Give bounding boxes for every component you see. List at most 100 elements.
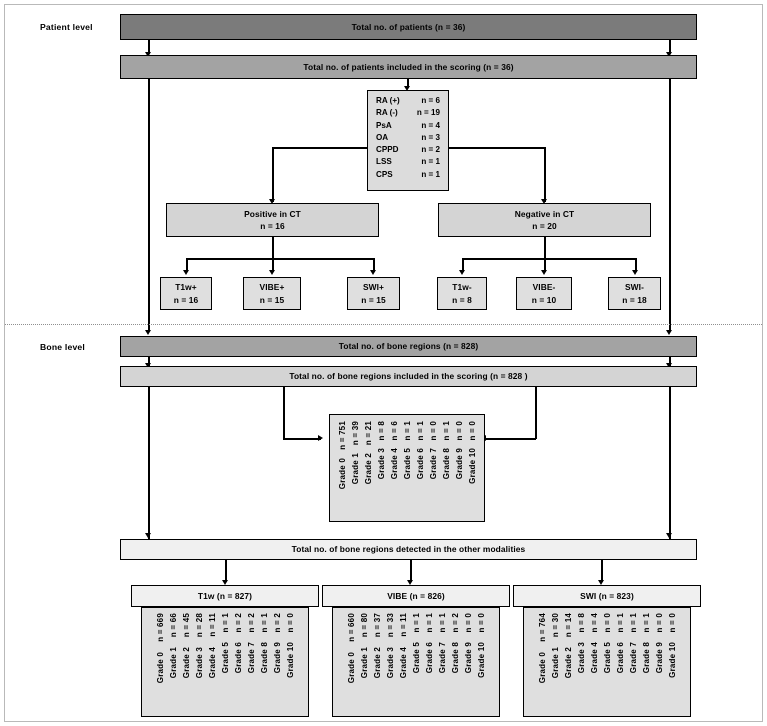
arrowhead-t1w [222, 580, 228, 585]
grade-label: Grade 9 [654, 642, 664, 674]
grade-label: Grade 8 [259, 642, 269, 674]
arrowhead-swi-minus [632, 270, 638, 275]
modality-header-vibe[interactable]: VIBE (n = 826) [322, 585, 510, 607]
grade-label: Grade 0 [537, 651, 547, 683]
fan-pos-drop-2 [272, 258, 274, 272]
modality-title: T1w (n = 827) [197, 590, 253, 601]
grade-count: n = 751 [337, 421, 347, 450]
grade-count: n = 39 [350, 421, 360, 446]
fan-neg-bar [462, 258, 636, 260]
diagnosis-count: n = 1 [421, 157, 440, 167]
grade-count: n = 28 [194, 613, 204, 638]
grade-label: Grade 0 [155, 651, 165, 683]
modality-box-vibe-plus[interactable]: VIBE+ n = 15 [243, 277, 301, 310]
branch-right-h [448, 147, 545, 149]
arrowhead-bone-incl-right [666, 363, 672, 368]
bone-included-text: Total no. of bone regions included in th… [289, 371, 528, 382]
grade-column: n = 39 Grade 1 [349, 421, 362, 484]
grade-count: n = 0 [428, 421, 438, 441]
modality-count: n = 10 [531, 294, 557, 305]
grade-label: Grade 1 [350, 453, 360, 485]
arrowhead-swi-plus [370, 270, 376, 275]
diagnosis-label: CPS [376, 169, 393, 179]
ct-negative-box[interactable]: Negative in CT n = 20 [438, 203, 651, 237]
grade-count: n = 1 [615, 613, 625, 633]
grade-count: n = 1 [402, 421, 412, 441]
diagnosis-row: OA n = 3 [376, 132, 440, 144]
diagnosis-count: n = 3 [421, 132, 440, 142]
arrowhead-total-left [145, 52, 151, 57]
bone-level-label: Bone level [40, 342, 85, 352]
modality-label: T1w- [452, 282, 472, 293]
modality-count: n = 15 [259, 294, 285, 305]
branch-left-v [272, 147, 274, 202]
ct-positive-count: n = 16 [260, 221, 285, 231]
grade-label: Grade 4 [589, 642, 599, 674]
grade-count: n = 0 [285, 613, 295, 633]
grade-count: n = 6 [389, 421, 399, 441]
bone-total-box[interactable]: Total no. of bone regions (n = 828) [120, 336, 697, 357]
grade-count: n = 2 [450, 613, 460, 633]
arrowhead-ct-positive [269, 199, 275, 204]
other-modalities-box[interactable]: Total no. of bone regions detected in th… [120, 539, 697, 560]
grade-label: Grade 10 [667, 642, 677, 679]
grade-label: Grade 2 [372, 647, 382, 679]
modality-label: VIBE+ [259, 282, 285, 293]
grade-count: n = 80 [359, 613, 369, 638]
grade-count: n = 37 [372, 613, 382, 638]
grade-label: Grade 0 [337, 457, 347, 489]
patients-included-box[interactable]: Total no. of patients included in the sc… [120, 55, 697, 79]
patients-included-text: Total no. of patients included in the sc… [303, 61, 514, 72]
rail-right-bone [669, 387, 671, 539]
grade-label: Grade 1 [359, 647, 369, 679]
grade-count: n = 8 [576, 613, 586, 633]
ct-positive-box[interactable]: Positive in CT n = 16 [166, 203, 379, 237]
diagnosis-label: PsA [376, 120, 392, 130]
modality-header-swi[interactable]: SWI (n = 823) [513, 585, 701, 607]
grade-count: n = 1 [628, 613, 638, 633]
diagnosis-breakdown-box[interactable]: RA (+) n = 6 RA (-) n = 19 PsA n = 4 OA … [367, 90, 449, 191]
hook-right-h [485, 438, 536, 440]
patients-total-box[interactable]: Total no. of patients (n = 36) [120, 14, 697, 40]
patients-total-text: Total no. of patients (n = 36) [351, 21, 466, 32]
modality-box-swi-plus[interactable]: SWI+ n = 15 [347, 277, 400, 310]
grade-label: Grade 8 [641, 642, 651, 674]
modality-header-t1w[interactable]: T1w (n = 827) [131, 585, 319, 607]
modality-box-vibe-minus[interactable]: VIBE- n = 10 [516, 277, 572, 310]
bone-included-box[interactable]: Total no. of bone regions included in th… [120, 366, 697, 387]
diagnosis-row: RA (+) n = 6 [376, 95, 440, 107]
grade-count: n = 0 [467, 421, 477, 441]
grade-count: n = 66 [168, 613, 178, 638]
modality-box-t1w-minus[interactable]: T1w- n = 8 [437, 277, 487, 310]
ct-negative-title: Negative in CT [514, 208, 575, 219]
modality-box-swi-minus[interactable]: SWI- n = 18 [608, 277, 661, 310]
modality-box-t1w-plus[interactable]: T1w+ n = 16 [160, 277, 212, 310]
modality-label: VIBE- [532, 282, 556, 293]
grade-count: n = 11 [398, 613, 408, 637]
modality-count: n = 18 [622, 294, 647, 305]
fan-pos-bar [186, 258, 374, 260]
grade-label: Grade 7 [437, 642, 447, 674]
grade-count: n = 1 [641, 613, 651, 633]
arrowhead-vibe [407, 580, 413, 585]
connector-total-left [148, 40, 150, 54]
diagnosis-label: RA (-) [376, 108, 398, 118]
grade-count: n = 2 [246, 613, 256, 633]
